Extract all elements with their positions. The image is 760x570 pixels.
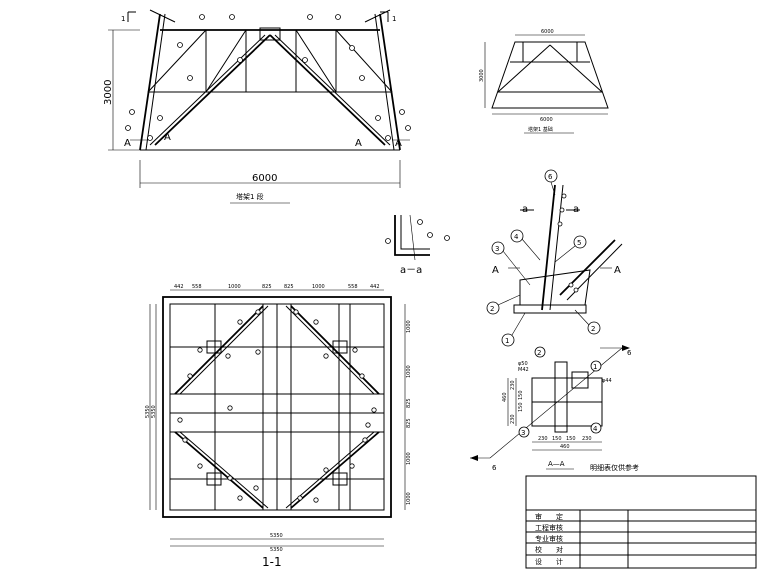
svg-text:A: A bbox=[614, 265, 621, 276]
svg-text:150: 150 bbox=[566, 436, 576, 442]
svg-text:1000: 1000 bbox=[406, 492, 412, 505]
svg-text:1: 1 bbox=[392, 15, 396, 23]
svg-text:3: 3 bbox=[495, 245, 499, 253]
small-elevation-view: 6000 6000 3000 塔架1 基础 bbox=[479, 29, 609, 134]
svg-text:460: 460 bbox=[560, 444, 570, 450]
section-mark-1-right: 1 bbox=[380, 11, 396, 23]
section-a-a: 6 6 2 1 3 4 φ50 M42 φ44 460 230 150 150 … bbox=[470, 345, 632, 472]
svg-text:1000: 1000 bbox=[406, 365, 412, 378]
svg-text:1000: 1000 bbox=[406, 320, 412, 333]
plan-left-dims: 5350 5350 bbox=[145, 304, 157, 510]
svg-text:825: 825 bbox=[284, 284, 294, 290]
svg-text:A: A bbox=[395, 138, 402, 149]
elevation-view: 1 1 A A A A 3000 6000 塔架1 段 bbox=[103, 9, 411, 204]
width-dimension: 6000 bbox=[139, 160, 401, 188]
svg-text:3000: 3000 bbox=[103, 80, 114, 105]
svg-text:M42: M42 bbox=[518, 367, 529, 373]
title-row-3: 专业审核 bbox=[535, 534, 563, 543]
plan-bottom-dims: 5350 5350 bbox=[170, 533, 384, 553]
svg-text:558: 558 bbox=[192, 284, 202, 290]
section-a-right-label: A bbox=[355, 138, 362, 149]
svg-text:4: 4 bbox=[514, 233, 519, 241]
node-callouts: 6 a a 4 3 5 A A 2 1 2 bbox=[486, 169, 621, 347]
title-block: 明细表仅供参考 审 定 工程审核 专业审核 校 对 设 计 bbox=[525, 463, 757, 569]
svg-text:2: 2 bbox=[490, 305, 494, 313]
svg-text:1: 1 bbox=[505, 337, 509, 345]
svg-text:1000: 1000 bbox=[312, 284, 325, 290]
small-elevation-title: 塔架1 基础 bbox=[528, 126, 553, 133]
elevation-callouts bbox=[125, 14, 411, 141]
svg-text:a: a bbox=[522, 204, 528, 215]
section-a-a-title: A—A bbox=[548, 460, 565, 468]
title-row-2: 工程审核 bbox=[535, 523, 563, 532]
svg-text:6000: 6000 bbox=[252, 173, 277, 184]
svg-text:5350: 5350 bbox=[270, 547, 283, 553]
svg-text:3: 3 bbox=[521, 429, 525, 437]
svg-text:4: 4 bbox=[593, 425, 598, 433]
svg-text:150: 150 bbox=[552, 436, 562, 442]
svg-text:3000: 3000 bbox=[479, 69, 485, 82]
svg-text:150: 150 bbox=[518, 390, 524, 400]
svg-text:460: 460 bbox=[502, 392, 508, 402]
svg-text:5: 5 bbox=[577, 239, 581, 247]
plan-right-dims: 1000 1000 825 825 1000 1000 bbox=[404, 304, 412, 510]
svg-text:1000: 1000 bbox=[406, 452, 412, 465]
svg-text:825: 825 bbox=[406, 418, 412, 428]
svg-text:A: A bbox=[492, 265, 499, 276]
section-mark-1-left: 1 bbox=[121, 11, 136, 23]
detail-a-a: a－a bbox=[385, 214, 450, 276]
svg-text:2: 2 bbox=[537, 349, 541, 357]
plan-title: 1-1 bbox=[262, 555, 282, 569]
elevation-title: 塔架1 段 bbox=[236, 192, 264, 201]
svg-text:230: 230 bbox=[510, 414, 516, 424]
svg-text:φ50: φ50 bbox=[518, 361, 528, 367]
svg-text:5350: 5350 bbox=[145, 405, 151, 418]
title-block-heading: 明细表仅供参考 bbox=[590, 463, 639, 472]
title-row-4: 校 对 bbox=[535, 545, 563, 554]
svg-text:6: 6 bbox=[548, 173, 553, 181]
plan-top-dims: 442 558 1000 825 825 1000 558 442 bbox=[170, 284, 384, 291]
detail-a-a-label: a－a bbox=[400, 265, 422, 276]
svg-text:5350: 5350 bbox=[151, 405, 157, 418]
svg-text:825: 825 bbox=[262, 284, 272, 290]
svg-text:230: 230 bbox=[582, 436, 592, 442]
node-detail: 6 a a 4 3 5 A A 2 1 2 bbox=[486, 169, 623, 347]
svg-text:1: 1 bbox=[121, 15, 125, 23]
svg-text:442: 442 bbox=[174, 284, 184, 290]
svg-text:5350: 5350 bbox=[270, 533, 283, 539]
svg-text:2: 2 bbox=[591, 325, 595, 333]
svg-text:230: 230 bbox=[510, 380, 516, 390]
svg-text:6: 6 bbox=[492, 464, 497, 472]
plan-callouts bbox=[177, 309, 377, 503]
svg-text:442: 442 bbox=[370, 284, 380, 290]
title-row-1: 审 定 bbox=[535, 512, 563, 521]
svg-text:6000: 6000 bbox=[540, 117, 553, 123]
svg-text:825: 825 bbox=[406, 398, 412, 408]
svg-text:6: 6 bbox=[627, 349, 632, 357]
section-a-left-label: A bbox=[124, 138, 131, 149]
svg-text:230: 230 bbox=[538, 436, 548, 442]
svg-text:a: a bbox=[573, 204, 579, 215]
svg-text:A: A bbox=[164, 132, 171, 143]
plan-1-1: 442 558 1000 825 825 1000 558 442 1000 1… bbox=[145, 284, 412, 569]
height-dimension: 3000 bbox=[103, 29, 140, 151]
svg-text:φ44: φ44 bbox=[602, 378, 612, 384]
svg-text:150: 150 bbox=[518, 402, 524, 412]
svg-text:1000: 1000 bbox=[228, 284, 241, 290]
svg-text:1: 1 bbox=[593, 363, 597, 371]
title-row-5: 设 计 bbox=[535, 557, 563, 566]
svg-text:6000: 6000 bbox=[541, 29, 554, 35]
svg-text:558: 558 bbox=[348, 284, 358, 290]
